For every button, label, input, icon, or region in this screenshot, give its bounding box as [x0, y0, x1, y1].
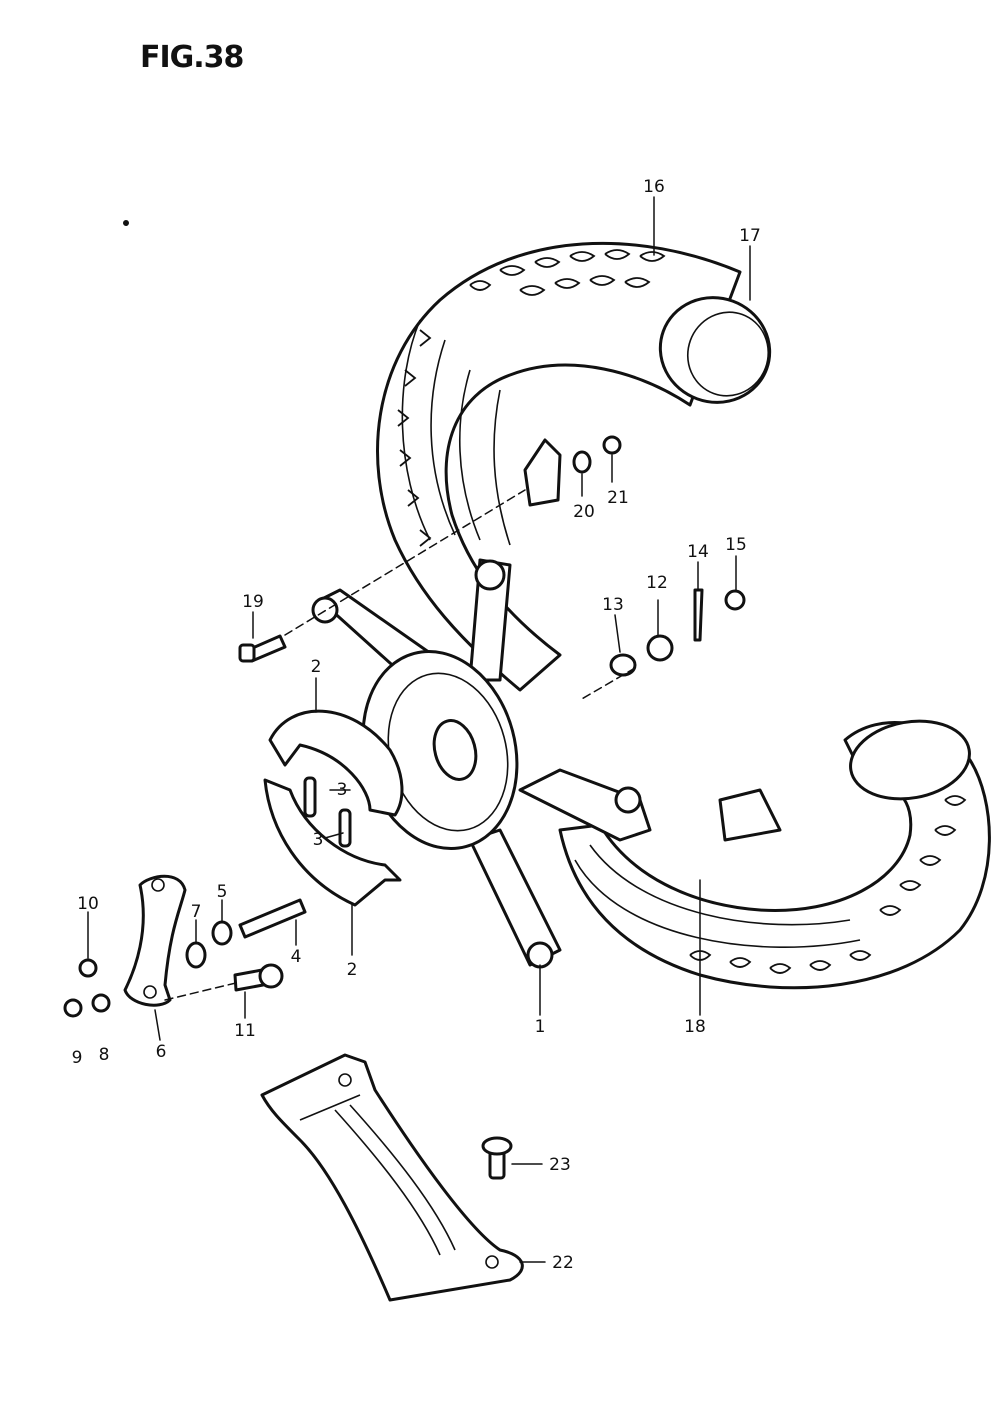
rim-lug-upper [523, 438, 562, 507]
o-ring-5 [211, 920, 233, 946]
callout-7: 7 [191, 902, 202, 922]
callout-2-lower: 2 [347, 960, 358, 980]
callout-15: 15 [725, 535, 747, 555]
brake-shoe-lower [263, 778, 402, 907]
leader-lines [87, 196, 751, 1263]
callout-9: 9 [72, 1048, 83, 1068]
callout-21: 21 [607, 488, 629, 508]
callout-10: 10 [77, 894, 99, 914]
nut-21 [602, 435, 622, 455]
callout-4: 4 [291, 947, 302, 967]
callout-1: 1 [535, 1017, 546, 1037]
callout-8: 8 [99, 1045, 110, 1065]
callout-14: 14 [687, 542, 709, 562]
cap-15 [724, 589, 746, 611]
brake-cam-lever [123, 874, 187, 1007]
tire-lower-arc [558, 719, 991, 990]
callout-3-lower: 3 [313, 830, 324, 850]
callout-12: 12 [646, 573, 668, 593]
cotter-pin-14 [693, 588, 704, 642]
figure-title: FIG.38 [140, 40, 244, 75]
nut-12 [646, 634, 674, 662]
nut-9 [63, 998, 83, 1018]
callout-22: 22 [552, 1253, 574, 1273]
washer-8 [91, 993, 111, 1013]
callout-19: 19 [242, 592, 264, 612]
callout-2-upper: 2 [311, 657, 322, 677]
callout-5: 5 [217, 882, 228, 902]
brake-spring-upper [303, 776, 317, 818]
washer-20 [572, 450, 592, 474]
callout-20: 20 [573, 502, 595, 522]
bolt-11 [233, 968, 265, 992]
brake-cam-shaft [238, 898, 307, 939]
stray-dot [123, 220, 129, 226]
callout-13: 13 [602, 595, 624, 615]
callout-16: 16 [643, 177, 665, 197]
brake-shoe-upper [268, 709, 404, 817]
callout-17: 17 [739, 226, 761, 246]
callout-11: 11 [234, 1021, 256, 1041]
brake-spring-lower [338, 808, 352, 848]
callout-3-upper: 3 [337, 780, 348, 800]
washer-7 [185, 941, 207, 969]
nut-10 [78, 958, 98, 978]
callout-23: 23 [549, 1155, 571, 1175]
callout-18: 18 [684, 1017, 706, 1037]
washer-13 [609, 653, 637, 677]
callout-6: 6 [156, 1042, 167, 1062]
